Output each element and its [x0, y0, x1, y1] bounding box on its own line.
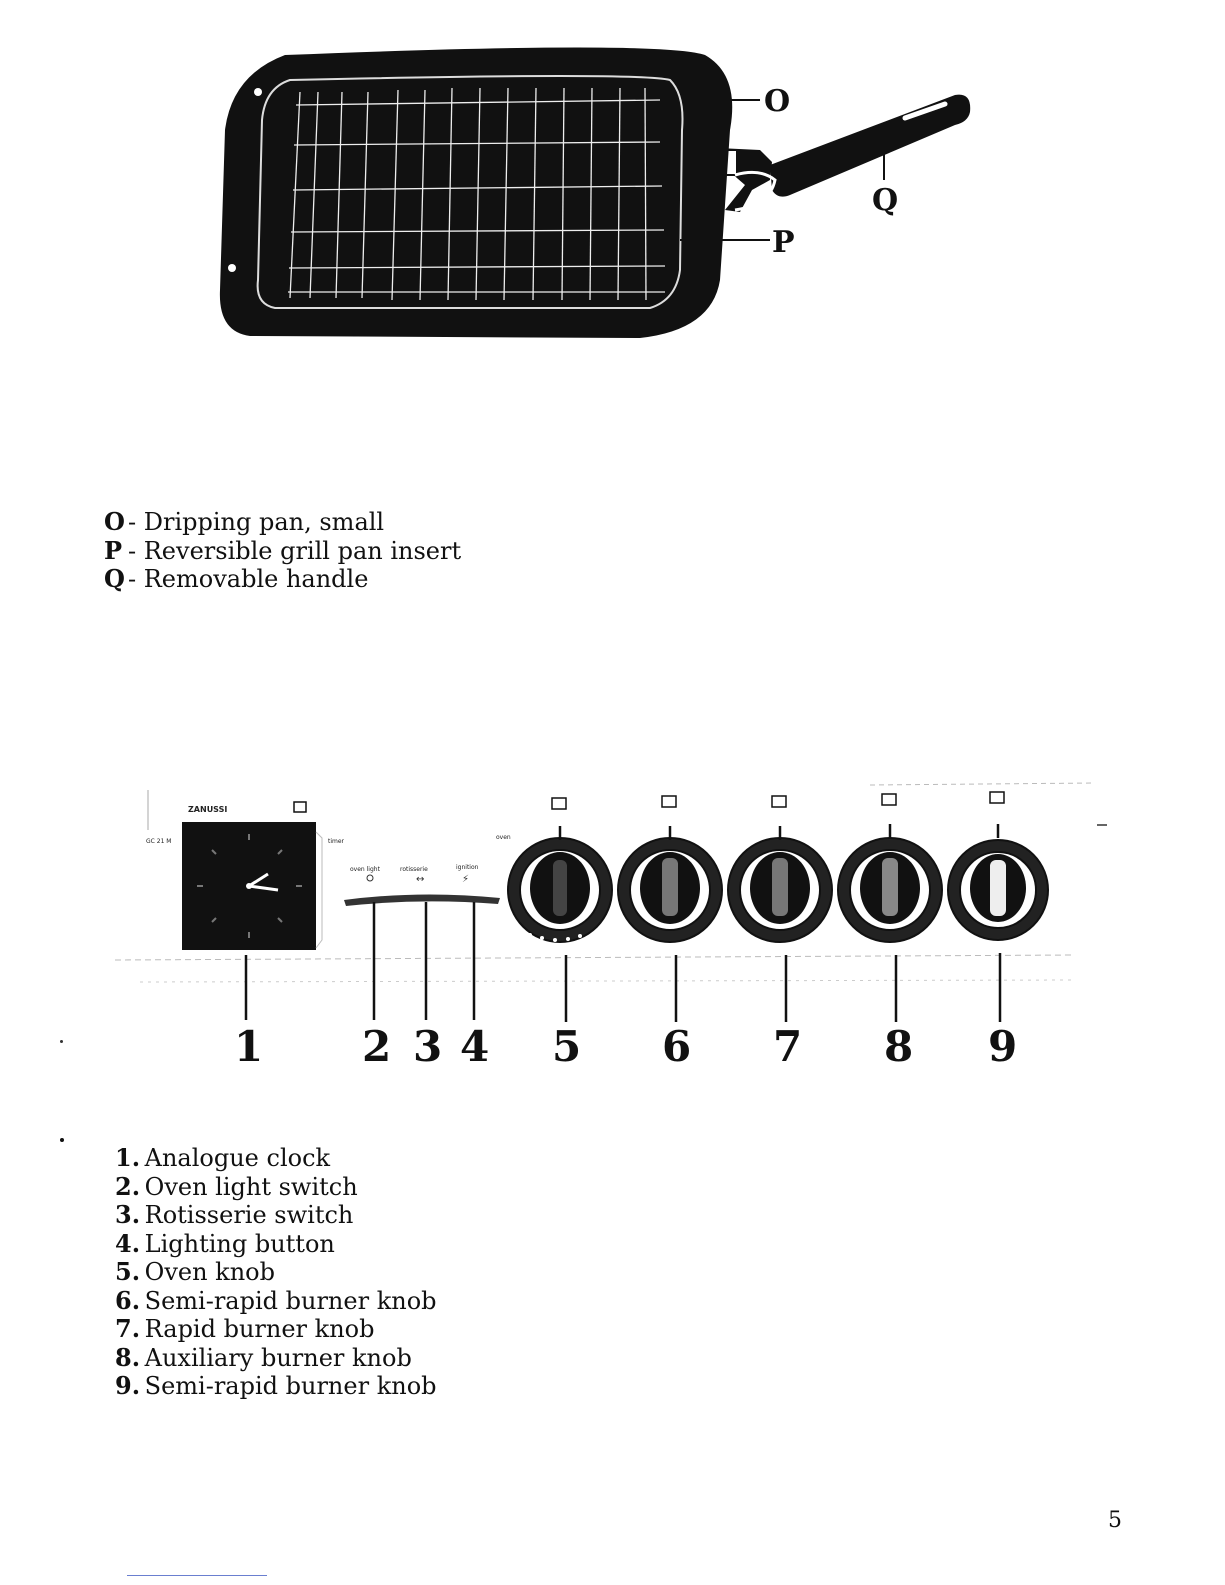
burner-indicator-icon	[881, 793, 897, 806]
grill-pan-illustration	[219, 47, 971, 338]
oven-icon	[551, 797, 567, 810]
legend-item-5: 5. Oven knob	[115, 1257, 275, 1286]
ref-number-4: 4	[460, 1022, 490, 1071]
bottom-rule	[127, 1575, 267, 1576]
removable-handle	[714, 94, 971, 212]
legend-item-p: P- Reversible grill pan insert	[104, 535, 462, 565]
legend-item-3: 3. Rotisserie switch	[115, 1200, 354, 1229]
svg-text:↔: ↔	[416, 874, 424, 885]
legend-item-o: O- Dripping pan, small	[104, 507, 385, 536]
ref-number-3: 3	[413, 1022, 443, 1071]
legend-item-9: 9. Semi-rapid burner knob	[115, 1371, 437, 1400]
legend-item-8: 8. Auxiliary burner knob	[115, 1342, 412, 1372]
grill-pan-insert	[288, 87, 666, 301]
accessory-legend: O- Dripping pan, small P- Reversible gri…	[104, 507, 462, 594]
burner-indicator-icon	[989, 791, 1005, 804]
ref-number-7: 7	[773, 1022, 803, 1071]
knob-6	[617, 837, 723, 943]
legend-item-6: 6. Semi-rapid burner knob	[115, 1285, 437, 1315]
ref-number-5: 5	[552, 1022, 582, 1071]
legend-item-4: 4. Lighting button	[115, 1228, 335, 1258]
oven-label: oven	[496, 834, 511, 841]
knob-5	[507, 837, 613, 943]
brand-logo: ZANUSSI	[188, 805, 228, 814]
page-number: 5	[1108, 1508, 1122, 1533]
callout-p: P	[772, 225, 795, 260]
timer-icon	[293, 801, 307, 813]
dripping-pan	[219, 47, 733, 338]
legend-item-7: 7. Rapid burner knob	[115, 1314, 375, 1343]
rotisserie-label: rotisserie	[400, 866, 428, 873]
controls-legend: 1. Analogue clock 2. Oven light switch 3…	[115, 1143, 437, 1401]
switch-strip: ↔ ⚡	[344, 874, 500, 906]
ref-number-8: 8	[884, 1022, 914, 1071]
ignition-label: ignition	[456, 864, 479, 871]
knob-8	[837, 837, 943, 943]
callout-o: O	[764, 84, 791, 119]
burner-indicator-icon	[771, 795, 787, 808]
oven-light-label: oven light	[350, 866, 380, 873]
legend-item-q: Q- Removable handle	[104, 564, 369, 593]
analogue-clock	[182, 822, 323, 950]
speck	[60, 1138, 64, 1142]
ref-number-6: 6	[662, 1022, 692, 1071]
ref-number-1: 1	[234, 1022, 264, 1071]
legend-item-1: 1. Analogue clock	[115, 1143, 331, 1172]
speck	[60, 1040, 63, 1043]
ref-number-9: 9	[988, 1022, 1018, 1071]
control-panel-illustration: ↔ ⚡	[114, 782, 1107, 1022]
ref-number-2: 2	[362, 1022, 392, 1071]
knob-9	[947, 839, 1049, 941]
burner-indicator-icon	[661, 795, 677, 808]
model-label: GC 21 M	[146, 838, 172, 845]
knob-7	[727, 837, 833, 943]
svg-text:⚡: ⚡	[462, 874, 469, 885]
timer-label: timer	[328, 838, 345, 845]
callout-q: Q	[872, 183, 899, 218]
legend-item-2: 2. Oven light switch	[115, 1171, 358, 1201]
